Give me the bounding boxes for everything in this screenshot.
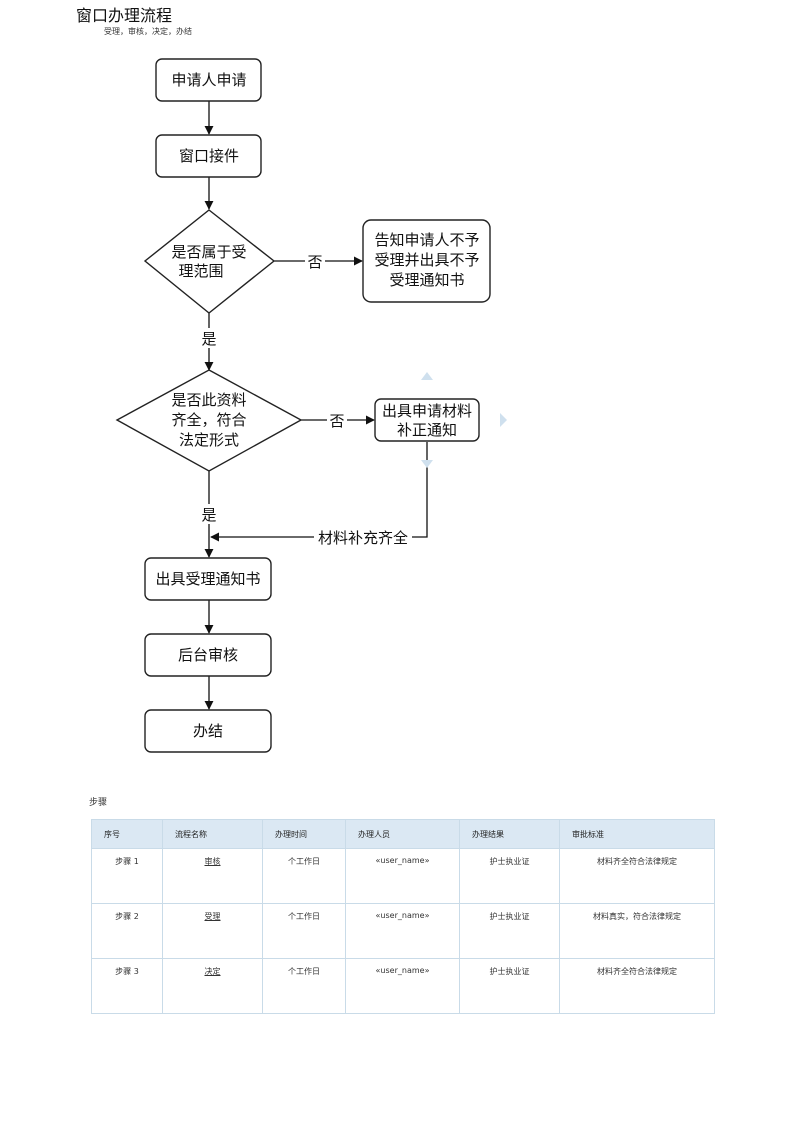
node-receive: [155, 134, 262, 178]
table-header-row: 序号 流程名称 办理时间 办理人员 办理结果 审批标准: [91, 819, 715, 849]
step-result: 护士执业证: [459, 958, 560, 1014]
step-result: 护士执业证: [459, 903, 560, 959]
edge-complete-no-label: 否: [329, 412, 344, 430]
step-time: 个工作日: [262, 848, 346, 904]
node-complete-label-3: 法定形式: [179, 431, 239, 449]
node-supplement-label-1: 出具申请材料: [382, 402, 472, 420]
resize-hints: [421, 372, 507, 468]
step-standard: 材料齐全符合法律规定: [559, 848, 715, 904]
edge-scope-yes-label: 是: [201, 330, 216, 348]
step-time: 个工作日: [262, 958, 346, 1014]
step-person: «user_name»: [345, 958, 460, 1014]
node-done-label: 办结: [193, 722, 223, 740]
node-supplement-notice: [374, 398, 480, 442]
step-seq: 步骤 2: [91, 903, 163, 959]
page-title: 窗口办理流程: [76, 6, 173, 25]
edge-complete-yes-label: 是: [201, 506, 216, 524]
step-result: 护士执业证: [459, 848, 560, 904]
column-header: 办理结果: [459, 819, 560, 849]
table-row: 步骤 2 受理 个工作日 «user_name» 护士执业证 材料真实，符合法律…: [91, 903, 715, 959]
flowchart: 申请人申请 窗口接件 是否属于受 理范围 告知申请人不予 受理并出具不予 受理通…: [115, 58, 507, 753]
node-review-label: 后台审核: [178, 646, 238, 664]
step-standard: 材料齐全符合法律规定: [559, 958, 715, 1014]
arrow-resubmit: [210, 442, 428, 542]
step-name-link[interactable]: 决定: [204, 967, 221, 976]
table-row: 步骤 3 决定 个工作日 «user_name» 护士执业证 材料齐全符合法律规…: [91, 958, 715, 1014]
node-in-scope-label-2: 理范围: [178, 262, 223, 280]
node-receive-label: 窗口接件: [179, 147, 239, 165]
step-seq: 步骤 1: [91, 848, 163, 904]
node-in-scope-decision: [143, 209, 276, 314]
step-time: 个工作日: [262, 903, 346, 959]
steps-section-label: 步骤: [89, 798, 108, 808]
node-reject-label-1: 告知申请人不予: [374, 231, 479, 249]
step-person: «user_name»: [345, 903, 460, 959]
step-person: «user_name»: [345, 848, 460, 904]
column-header: 办理人员: [345, 819, 460, 849]
node-review: [144, 633, 272, 677]
step-name-link[interactable]: 审核: [204, 857, 221, 866]
steps-table: 序号 流程名称 办理时间 办理人员 办理结果 审批标准 步骤 1 审核 个工作日…: [91, 819, 715, 1014]
hint-right-icon: [500, 413, 507, 427]
step-seq: 步骤 3: [91, 958, 163, 1014]
edge-scope-no-label: 否: [307, 253, 322, 271]
node-apply: [155, 58, 262, 102]
node-apply-label: 申请人申请: [171, 71, 246, 89]
node-complete-label-2: 齐全，符合: [171, 411, 246, 429]
column-header: 审批标准: [559, 819, 715, 849]
node-done: [144, 709, 272, 753]
table-row: 步骤 1 审核 个工作日 «user_name» 护士执业证 材料齐全符合法律规…: [91, 848, 715, 904]
node-accept-notice-label: 出具受理通知书: [155, 570, 260, 588]
node-supplement-label-2: 补正通知: [397, 421, 457, 439]
hint-up-icon: [421, 372, 433, 380]
column-header: 流程名称: [162, 819, 263, 849]
node-complete-decision: [115, 369, 303, 472]
page-subtitle: 受理，审核，决定，办结: [104, 27, 192, 36]
step-standard: 材料真实，符合法律规定: [559, 903, 715, 959]
node-complete-label-1: 是否此资料: [171, 391, 246, 409]
column-header: 序号: [91, 819, 163, 849]
hint-down-icon: [421, 460, 433, 468]
node-reject-label-2: 受理并出具不予: [374, 251, 479, 269]
node-reject-notice: [362, 219, 491, 303]
column-header: 办理时间: [262, 819, 346, 849]
node-in-scope-label-1: 是否属于受: [171, 243, 246, 261]
edge-resubmit-label: 材料补充齐全: [318, 529, 408, 547]
node-accept-notice: [144, 557, 272, 601]
node-reject-label-3: 受理通知书: [389, 271, 464, 289]
step-name-link[interactable]: 受理: [204, 912, 221, 921]
